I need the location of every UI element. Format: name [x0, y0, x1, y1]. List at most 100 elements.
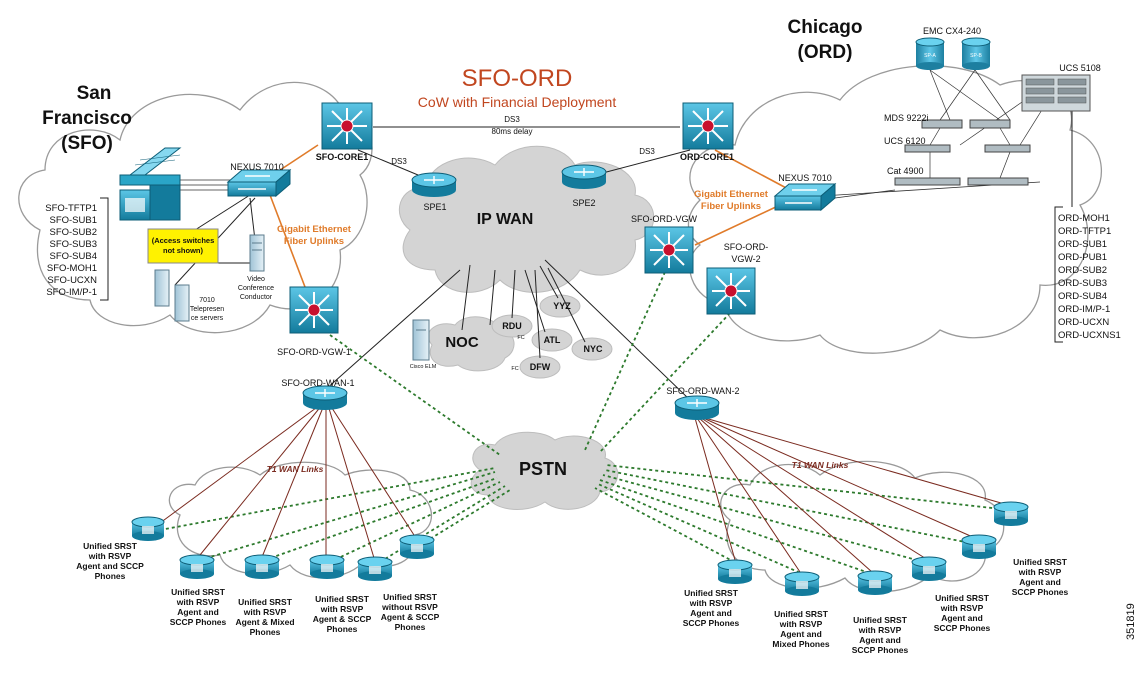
- spe1-router-icon[interactable]: [411, 172, 457, 197]
- svg-text:Agent and SCCP: Agent and SCCP: [76, 561, 144, 571]
- sfo-city-label-1: San: [77, 83, 112, 104]
- branch-left-3-icon[interactable]: [244, 554, 280, 579]
- ord-core-switch-icon[interactable]: [682, 102, 734, 150]
- svg-text:Agent & Mixed: Agent & Mixed: [235, 617, 294, 627]
- ord-core-label: ORD-CORE1: [680, 152, 734, 162]
- t1-right-label: T1 WAN Links: [792, 460, 849, 470]
- wan2-router-icon[interactable]: [674, 395, 720, 420]
- ord-server-4: ORD-PUB1: [1058, 252, 1107, 263]
- ord-server-9: ORD-UCXN: [1058, 317, 1109, 328]
- svg-text:with RSVP: with RSVP: [243, 607, 287, 617]
- svg-text:SCCP Phones: SCCP Phones: [934, 623, 991, 633]
- svg-text:with RSVP: with RSVP: [176, 597, 220, 607]
- ord-vgw-label: SFO-ORD-VGW: [631, 214, 697, 224]
- branch-right-caption-5: Unified SRST with RSVP Agent and SCCP Ph…: [1012, 557, 1069, 597]
- telepresence-servers-icon: [154, 269, 190, 322]
- ord-city-label-2: (ORD): [798, 42, 853, 63]
- diagram-subtitle: CoW with Financial Deployment: [418, 94, 617, 110]
- dfw-label: DFW: [530, 362, 551, 372]
- cat-4900-icon: [894, 177, 1029, 186]
- tp-label-2: Telepresen: [190, 306, 224, 313]
- branch-left-caption-1: Unified SRST with RSVP Agent and SCCP Ph…: [76, 541, 144, 581]
- branch-right-4-icon[interactable]: [911, 556, 947, 581]
- ord-server-10: ORD-UCXNS1: [1058, 330, 1121, 341]
- ord-uplink-label-1: Gigabit Ethernet: [694, 189, 769, 200]
- tp-label-1: 7010: [199, 297, 215, 304]
- branch-right-6-icon[interactable]: [993, 501, 1029, 526]
- fc-label-1: FC: [517, 335, 524, 341]
- tp-label-3: ce servers: [191, 315, 224, 322]
- ord-vgw2-switch-icon[interactable]: [706, 267, 756, 315]
- right-branch-cloud: [720, 460, 1005, 593]
- branch-right-1-icon[interactable]: [717, 559, 753, 584]
- branch-left-1-icon[interactable]: [131, 516, 165, 541]
- svg-text:Agent and: Agent and: [690, 608, 732, 618]
- svg-text:Unified SRST: Unified SRST: [315, 594, 370, 604]
- ord-site-cloud: [687, 65, 1102, 354]
- svg-text:Agent & SCCP: Agent & SCCP: [381, 612, 440, 622]
- spe2-label: SPE2: [572, 198, 595, 208]
- branch-left-4-icon[interactable]: [309, 554, 345, 579]
- ds3-right-label: DS3: [639, 147, 655, 156]
- svg-text:with RSVP: with RSVP: [320, 604, 364, 614]
- ord-vgw2-label-2: VGW-2: [731, 254, 760, 264]
- pstn-label: PSTN: [519, 459, 567, 479]
- svg-text:with RSVP: with RSVP: [858, 625, 902, 635]
- branch-left-6-icon[interactable]: [399, 534, 435, 559]
- svg-text:Agent and: Agent and: [177, 607, 219, 617]
- nyc-label: NYC: [583, 344, 603, 354]
- svg-text:SCCP Phones: SCCP Phones: [852, 645, 909, 655]
- noc-label: NOC: [445, 334, 479, 351]
- ucs-5108-chassis-icon: [1021, 74, 1091, 112]
- t1-right-links: [694, 417, 1009, 573]
- ord-vgw-switch-icon[interactable]: [644, 226, 694, 274]
- emc-storage-icon: [915, 37, 991, 70]
- rdu-label: RDU: [502, 321, 522, 331]
- sfo-core-label: SFO-CORE1: [316, 152, 369, 162]
- svg-text:Agent and: Agent and: [1019, 577, 1061, 587]
- delay-label: 80ms delay: [492, 127, 533, 136]
- branch-right-3-icon[interactable]: [857, 570, 893, 595]
- branch-right-caption-2: Unified SRST with RSVP Agent and Mixed P…: [772, 609, 829, 649]
- wan1-router-icon[interactable]: [302, 385, 348, 410]
- svg-text:Unified SRST: Unified SRST: [853, 615, 908, 625]
- branch-right-5-icon[interactable]: [961, 534, 997, 559]
- t1-left-links: [159, 404, 415, 559]
- sfo-city-label-3: (SFO): [61, 133, 113, 154]
- branch-right-caption-4: Unified SRST with RSVP Agent and SCCP Ph…: [934, 593, 991, 633]
- ord-server-1: ORD-MOH1: [1058, 213, 1110, 224]
- sfo-vgw-label: SFO-ORD-VGW-1: [277, 347, 351, 357]
- svg-text:with RSVP: with RSVP: [88, 551, 132, 561]
- access-switches-note: [147, 228, 219, 264]
- ord-vgw2-label-1: SFO-ORD-: [724, 242, 769, 252]
- pstn-dotted-links: [159, 271, 1011, 576]
- svg-text:SCCP Phones: SCCP Phones: [683, 618, 740, 628]
- branch-left-caption-3: Unified SRST with RSVP Agent & Mixed Pho…: [235, 597, 294, 637]
- ord-server-bracket: [1054, 206, 1063, 343]
- svg-text:Phones: Phones: [250, 627, 281, 637]
- spe2-router-icon[interactable]: [561, 164, 607, 189]
- branch-left-5-icon[interactable]: [357, 556, 393, 581]
- svg-text:Unified SRST: Unified SRST: [1013, 557, 1068, 567]
- sfo-server-1: SFO-TFTP1: [45, 203, 97, 214]
- branch-left-caption-4: Unified SRST with RSVP Agent & SCCP Phon…: [313, 594, 372, 634]
- spe1-label: SPE1: [423, 202, 446, 212]
- svg-text:Unified SRST: Unified SRST: [83, 541, 138, 551]
- svg-text:Phones: Phones: [95, 571, 126, 581]
- ord-nexus-switch-icon[interactable]: [773, 182, 837, 212]
- sfo-nexus-switch-icon[interactable]: [226, 168, 292, 198]
- branch-left-2-icon[interactable]: [179, 554, 215, 579]
- sfo-vgw1-switch-icon[interactable]: [289, 286, 339, 334]
- wan2-label: SFO-ORD-WAN-2: [666, 386, 739, 396]
- sfo-server-6: SFO-MOH1: [47, 263, 97, 274]
- cisco-elm-server-icon: [412, 319, 430, 361]
- branch-right-2-icon[interactable]: [784, 571, 820, 596]
- sfo-core-switch-icon[interactable]: [321, 102, 373, 150]
- sfo-nexus-label: NEXUS 7010: [230, 162, 284, 172]
- ucs6120-label: UCS 6120: [884, 136, 926, 146]
- svg-text:Unified SRST: Unified SRST: [935, 593, 990, 603]
- svg-text:Unified SRST: Unified SRST: [774, 609, 829, 619]
- sfo-server-5: SFO-SUB4: [49, 251, 97, 262]
- svg-text:with RSVP: with RSVP: [779, 619, 823, 629]
